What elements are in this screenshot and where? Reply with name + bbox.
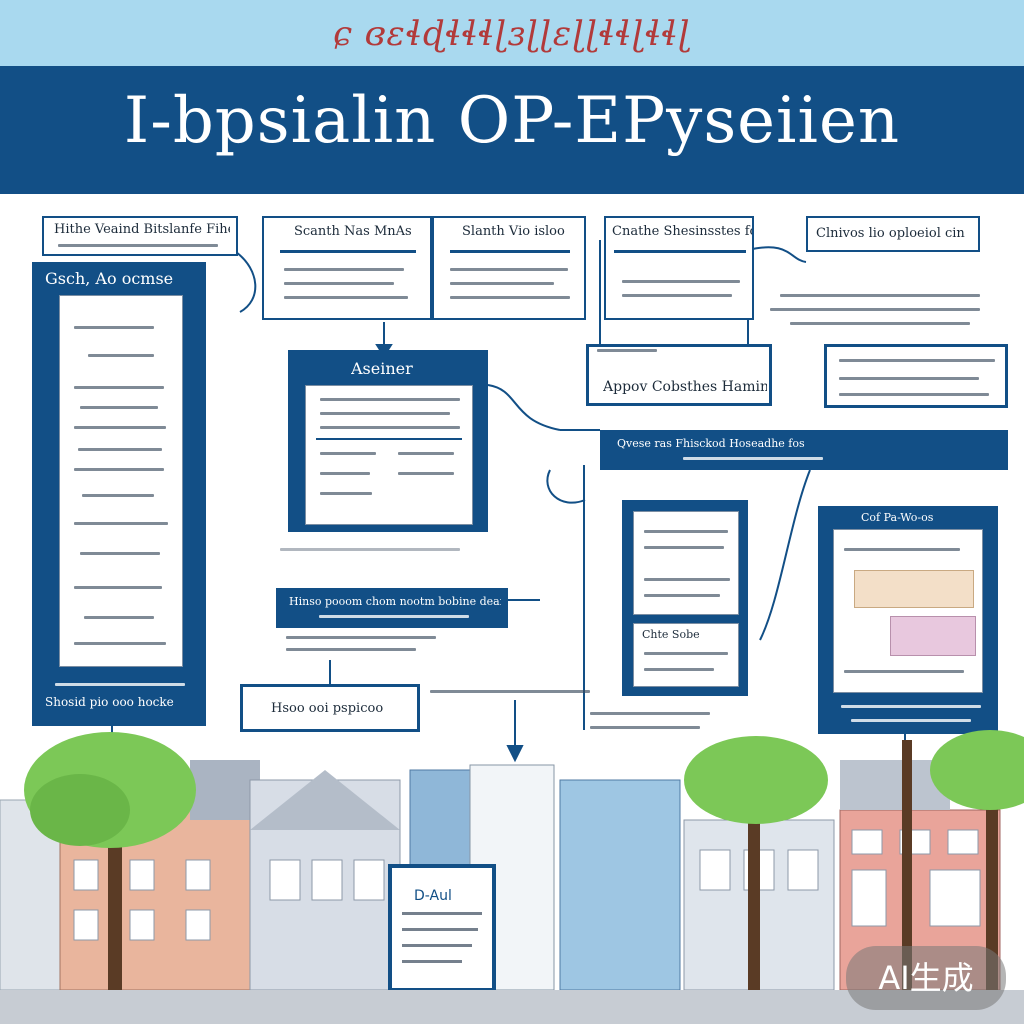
box-left-tall-sheet [59,295,183,667]
box-center-sheet [305,385,473,525]
city-sign-title: D-Aul [414,888,452,904]
title-band [0,66,1024,194]
box-left-tall-title: Gsch, Ao ocmse [45,269,174,288]
box-top-left: Hithe Veaind Bitslanfe Fiheo [42,216,238,256]
city-sign-board [388,864,496,992]
box-top-mid-b-title: Slanth Vio isloo [462,224,565,239]
box-top-mid-b: Slanth Vio isloo [432,216,586,320]
box-right-mid [824,344,1008,408]
page-title: I-bpsialin OP-EPyseiien [123,84,901,158]
box-lower-right-a-title: Chte Sobe [642,628,700,641]
header-sky [0,0,1024,66]
box-center-title: Aseiner [351,359,413,378]
band-right-title: Qvese ras Fhisckod Hoseadhe fos [617,437,805,450]
ai-generated-badge: AI生成 [846,946,1006,1010]
box-top-left-title: Hithe Veaind Bitslanfe Fiheo [54,222,230,237]
box-top-mid-a: Scanth Nas MnAs [262,216,432,320]
tree-left [24,732,196,990]
box-left-foot-title: Shosid pio ooo hocke [45,695,174,709]
box-top-right-a-title: Cnathe Shesinsstes fom [612,224,752,239]
center-band-notes [250,544,470,654]
box-left-tall: Gsch, Ao ocmse Shosid pio ooo hocke [32,262,206,726]
box-top-right-b: Clnivos lio oploeiol cin [806,216,980,252]
header-script-text: ɕ ɞɛɬɖɬɬɬɭɜɭɭɛɭɭɬɬɭɬɬɭ [332,14,692,54]
box-small-label-title: Hsoo ooi pspicoo [271,701,384,716]
building-center [409,764,681,991]
band-center: Hinso pooom chom nootm bobine deam [276,588,508,628]
box-mid-right-title: Appov Cobsthes Haminam [603,379,767,395]
box-top-right-b-title: Clnivos lio oploeiol cin [816,226,965,241]
box-small-label: Hsoo ooi pspicoo [240,684,420,732]
band-center-title: Hinso pooom chom nootm bobine deam [289,595,501,608]
box-top-mid-a-title: Scanth Nas MnAs [294,224,412,239]
building-left [0,760,401,991]
box-lower-right-b: Cof Pa-Wo-os [818,506,998,734]
mid-notes [420,686,720,736]
box-center: Aseiner [288,350,488,532]
box-lower-right-a: Chte Sobe [622,500,748,696]
box-top-right-a: Cnathe Shesinsstes fom [604,216,754,320]
box-lower-right-b-title: Cof Pa-Wo-os [861,511,934,524]
band-right: Qvese ras Fhisckod Hoseadhe fos [600,430,1008,470]
box-mid-right: Appov Cobsthes Haminam [586,344,772,406]
right-note-group [760,290,990,330]
